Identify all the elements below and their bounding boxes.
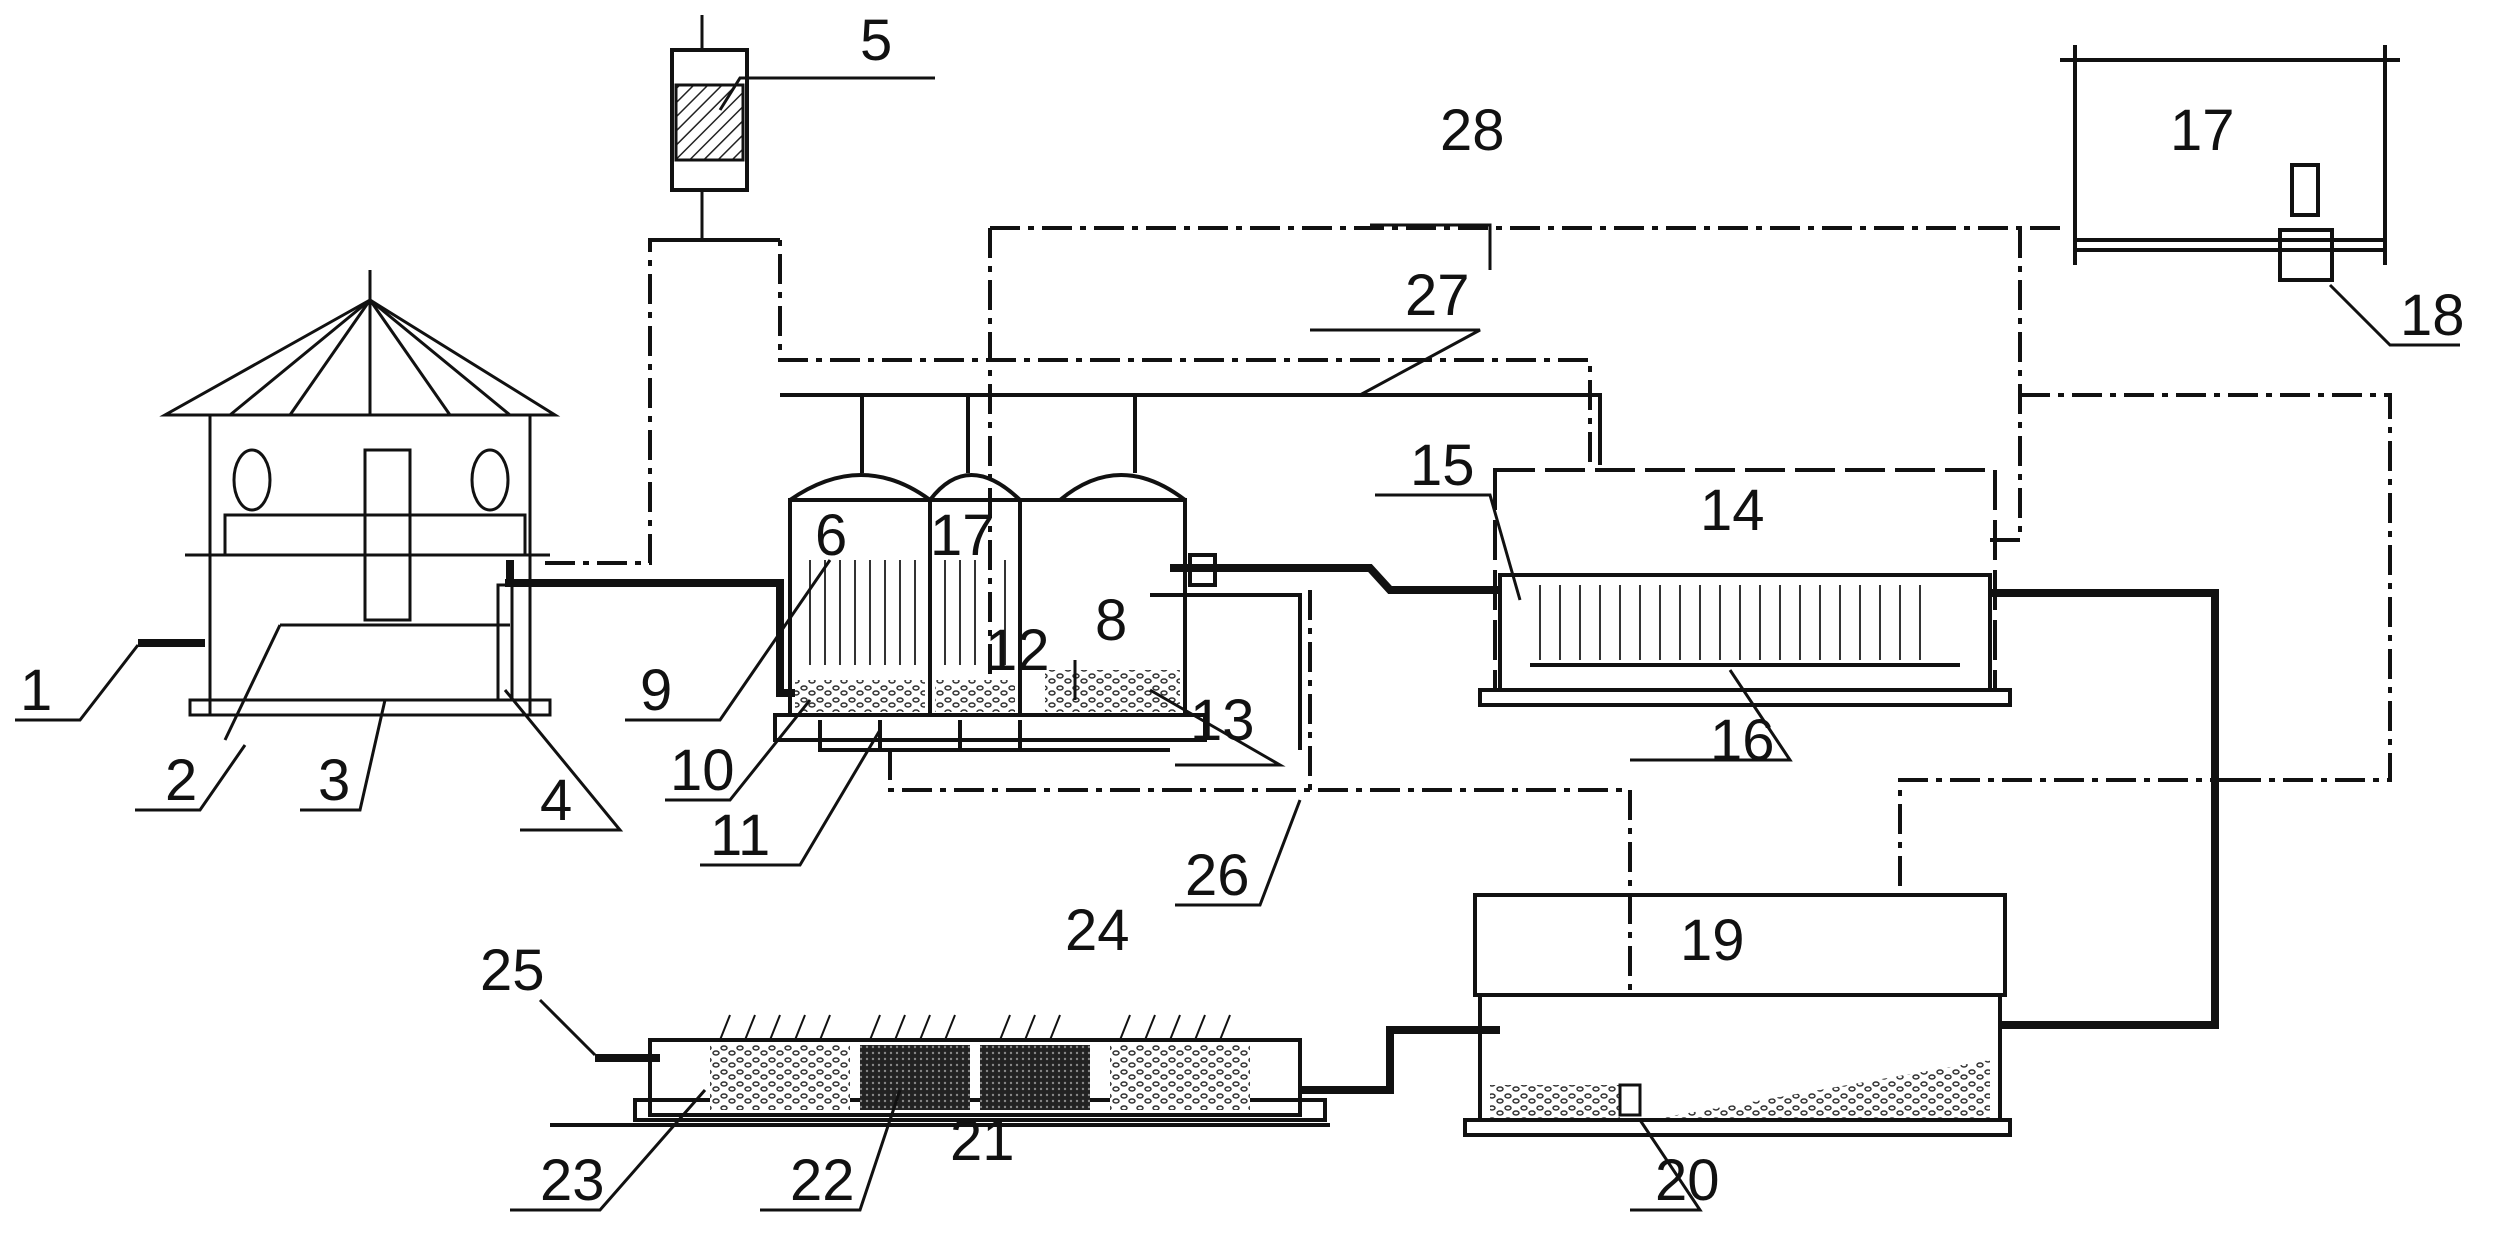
label-8: 8 [1095,588,1127,653]
label-26: 26 [1185,843,1250,908]
label-17-blower-room: 17 [2170,98,2235,163]
label-28: 28 [1440,98,1505,163]
sedimentation-tank [1463,893,2012,1137]
part-labels: 1 2 3 4 5 6 8 9 10 11 12 13 14 15 16 17 … [20,8,2465,1213]
label-4: 4 [540,768,572,833]
leader-lines [15,76,2460,1212]
main-water-pipes [138,560,2219,1094]
reactor-fill-lines [809,560,1006,665]
label-11: 11 [710,803,770,868]
label-13: 13 [1190,688,1255,753]
wetland-zone-2 [860,1045,970,1110]
label-20: 20 [1655,1148,1720,1213]
gas-and-sludge-lines [545,226,2392,995]
wetland-zone-4 [1110,1045,1250,1110]
label-27: 27 [1405,263,1470,328]
label-22: 22 [790,1148,855,1213]
sludge-pump [1618,1083,1642,1117]
label-5: 5 [860,8,892,73]
label-6: 6 [815,503,847,568]
label-18: 18 [2400,283,2465,348]
label-16: 16 [1710,708,1775,773]
gravel-bed-2 [935,680,1015,712]
label-24: 24 [1065,898,1130,963]
anaerobic-reactor [773,473,1217,742]
label-19: 19 [1680,908,1745,973]
label-9: 9 [640,658,672,723]
label-23: 23 [540,1148,605,1213]
wetland-plants [719,1014,1231,1041]
label-15: 15 [1410,433,1475,498]
pump-house-building [159,270,561,741]
sludge-right [1660,1060,1990,1118]
sludge-left [1490,1085,1620,1118]
aeration-fill [1539,585,1921,660]
label-14: 14 [1700,478,1765,543]
label-12: 12 [985,618,1050,683]
label-10: 10 [670,738,735,803]
wetland-zone-1 [710,1045,850,1110]
gas-scrubber [670,15,749,240]
label-3: 3 [318,748,350,813]
wetland-zone-3 [980,1045,1090,1110]
thin-pipes [650,238,1602,752]
gravel-bed-1 [795,680,925,712]
label-1: 1 [20,658,52,723]
gravel-bed-3 [1045,670,1180,712]
label-25: 25 [480,938,545,1003]
label-17-reactor: 17 [930,503,995,568]
label-2: 2 [165,748,197,813]
label-21: 21 [950,1108,1015,1173]
blower-room [2060,45,2400,282]
